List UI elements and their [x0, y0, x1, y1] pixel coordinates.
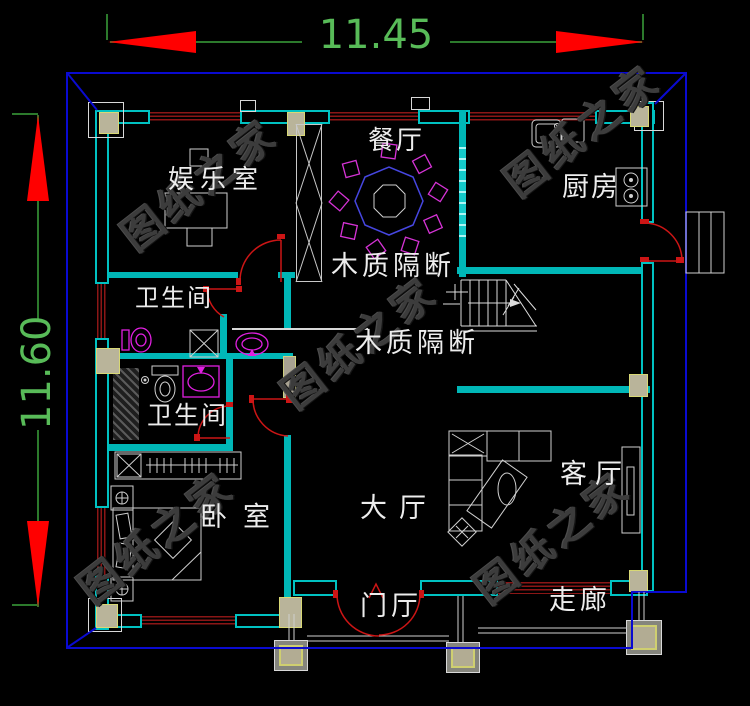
room-label-bathroom-lower: 卫生间: [147, 401, 229, 430]
wall-bottom-foyer-left: [293, 580, 337, 596]
door-bath-lower: [194, 402, 233, 441]
column-tl: [99, 112, 119, 134]
wall-left-2: [95, 338, 109, 508]
washbasin-lower: [182, 365, 220, 398]
dim-ext-tick-right: [642, 14, 644, 40]
stairs: [443, 279, 537, 332]
wall-kitchen-bottom: [457, 267, 641, 274]
dining-chairs: [328, 142, 449, 260]
dim-ext-tick-left: [106, 14, 108, 40]
column-outline-bl: [88, 598, 122, 632]
door-kitchen-exterior: [640, 219, 684, 263]
column-bl: [96, 604, 118, 628]
dim-arrow-right-icon: [556, 31, 644, 53]
sofa-set: [447, 430, 552, 547]
sill-top-1: [240, 100, 256, 112]
room-label-entertainment: 娱乐室: [168, 165, 265, 195]
wall-left-1: [95, 110, 109, 284]
wall-top-3: [418, 110, 470, 124]
window-top-2: [330, 112, 418, 123]
door-bath-upper: [203, 286, 242, 318]
doors: [194, 219, 684, 637]
wardrobe: [114, 451, 242, 480]
exterior-steps: [685, 211, 725, 274]
porch-deck: [288, 592, 645, 642]
room-label-dining: 餐厅: [368, 126, 425, 156]
wall-bottom-foyer-right: [420, 580, 498, 596]
kitchen-stove: [615, 167, 648, 207]
wall-bath-lower-bottom: [109, 444, 233, 451]
wall-hall-upper: [284, 272, 291, 328]
wood-partition-line: [232, 328, 368, 330]
wall-dining-kitchen-1: [459, 110, 466, 147]
sill-top-2: [411, 97, 430, 110]
shower-tray: [189, 329, 219, 358]
column-right-mid: [629, 374, 648, 397]
wall-bath-upper-right: [220, 314, 227, 355]
wall-top-2: [240, 110, 330, 124]
room-label-corridor: 走廊: [549, 585, 611, 616]
dim-ext-tick-bottom: [12, 604, 38, 606]
column-outline-tl: [88, 102, 124, 138]
sliding-door-kitchen: [459, 147, 466, 237]
window-bedroom: [142, 616, 235, 627]
door-foyer-double: [333, 582, 424, 637]
wall-bath-divider: [109, 353, 293, 359]
toilet-upper: [121, 327, 152, 353]
room-label-bedroom: 卧室: [200, 502, 286, 533]
tv-cabinet: [621, 446, 641, 534]
entertainment-table: [164, 148, 228, 247]
door-bedroom: [249, 395, 294, 437]
label-wood-partition-lower: 木质隔断: [355, 328, 479, 359]
column-tr: [630, 106, 649, 127]
room-label-kitchen: 厨房: [562, 172, 620, 203]
room-label-living: 客厅: [560, 459, 630, 490]
dim-arrow-up-icon: [27, 115, 49, 201]
window-left-2: [97, 508, 108, 575]
kitchen-sink: [531, 118, 585, 148]
porch-column-right: [626, 620, 662, 655]
column-bottom-mid: [279, 597, 302, 628]
dim-width-value: 11.45: [302, 12, 450, 58]
window-living: [498, 582, 610, 594]
roof-outline: [66, 72, 687, 649]
toilet-lower: [141, 365, 179, 403]
wall-entertainment-bottom-1: [109, 272, 238, 278]
window-left-1: [97, 284, 108, 338]
window-top-1: [150, 112, 240, 123]
dim-ext-tick-top: [12, 113, 38, 115]
wall-bedroom-right: [284, 435, 291, 614]
room-label-foyer: 门厅: [360, 591, 422, 622]
dining-table: [328, 142, 449, 260]
room-label-hall: 大厅: [360, 493, 438, 524]
wood-screen-cross: [295, 123, 323, 283]
dim-arrow-down-icon: [27, 521, 49, 607]
column-left-mid: [96, 348, 120, 374]
wall-living-top: [457, 386, 650, 393]
door-entertainment: [236, 234, 285, 285]
dim-arrow-left-icon: [108, 31, 196, 53]
bed: [110, 485, 202, 602]
shaft-hatch: [113, 368, 139, 440]
label-wood-partition-upper: 木质隔断: [331, 251, 455, 282]
porch-column-left: [274, 640, 308, 671]
washbasin-hall: [235, 332, 269, 356]
wall-dining-kitchen-2: [459, 237, 466, 277]
room-label-bathroom-upper: 卫生间: [135, 284, 213, 312]
window-top-3: [470, 112, 595, 123]
